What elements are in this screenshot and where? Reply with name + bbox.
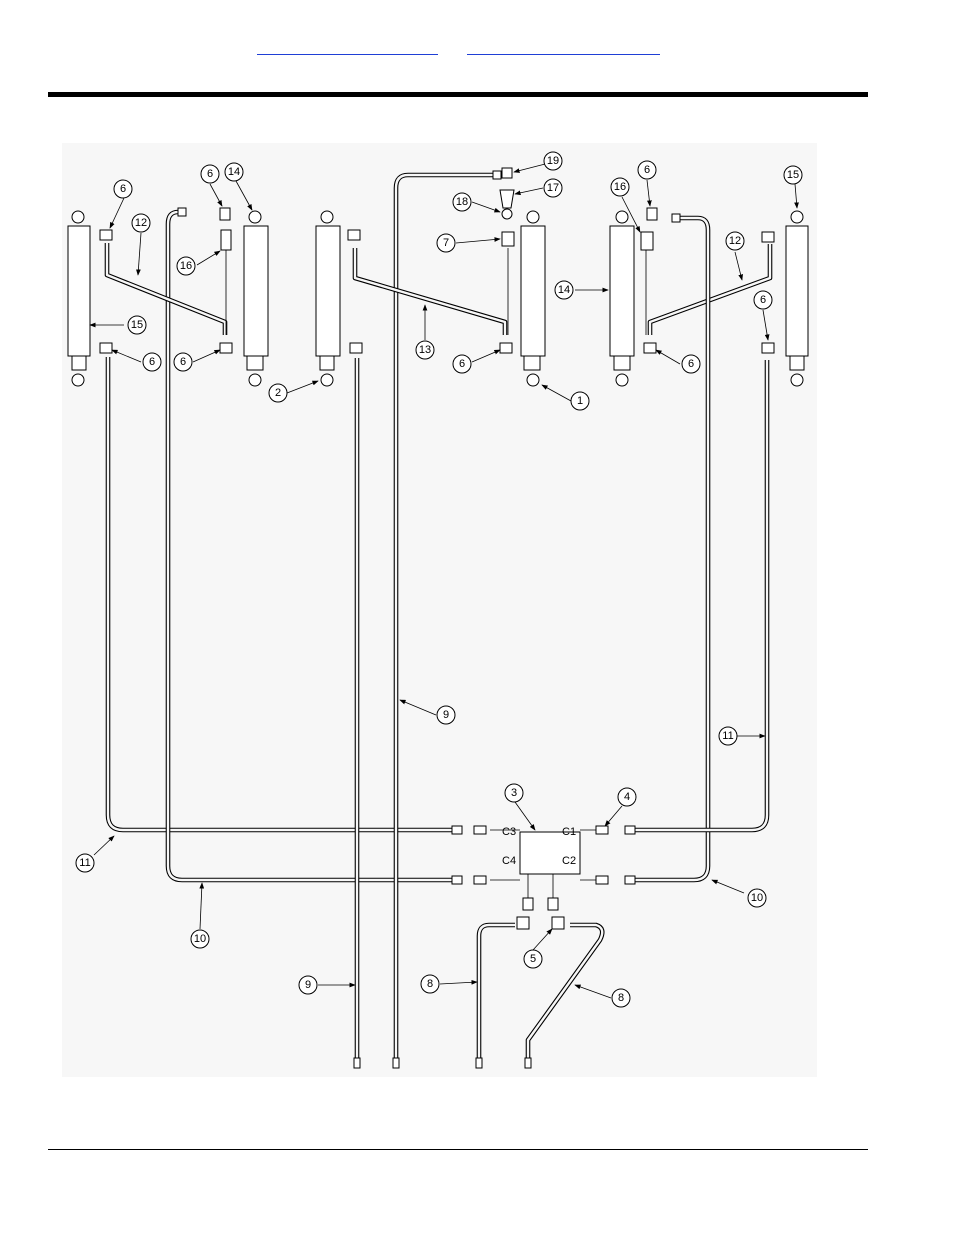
- svg-text:7: 7: [443, 237, 449, 249]
- svg-text:4: 4: [624, 791, 630, 803]
- callout-14: 14: [225, 163, 243, 181]
- callout-6: 6: [114, 180, 132, 198]
- callout-1: 1: [571, 392, 589, 410]
- svg-text:6: 6: [644, 164, 650, 176]
- port-label-c2: C2: [562, 855, 576, 867]
- callout-6: 6: [453, 355, 471, 373]
- svg-text:9: 9: [305, 979, 311, 991]
- port-label-c3: C3: [502, 826, 516, 838]
- svg-text:19: 19: [547, 155, 559, 167]
- callout-12: 12: [726, 232, 744, 250]
- callout-9: 9: [437, 706, 455, 724]
- svg-text:11: 11: [79, 857, 90, 869]
- svg-text:15: 15: [787, 169, 799, 181]
- svg-text:11: 11: [722, 730, 733, 742]
- port-label-c4: C4: [502, 855, 516, 867]
- callout-7: 7: [437, 234, 455, 252]
- svg-text:9: 9: [443, 709, 449, 721]
- callout-8: 8: [612, 989, 630, 1007]
- svg-text:6: 6: [120, 183, 126, 195]
- callout-17: 17: [544, 179, 562, 197]
- svg-text:2: 2: [275, 387, 281, 399]
- svg-text:12: 12: [135, 217, 147, 229]
- svg-text:10: 10: [751, 892, 763, 904]
- callout-2: 2: [269, 384, 287, 402]
- svg-text:6: 6: [688, 358, 694, 370]
- svg-text:15: 15: [131, 319, 143, 331]
- callout-16: 16: [611, 178, 629, 196]
- callout-15: 15: [128, 316, 146, 334]
- callout-9: 9: [299, 976, 317, 994]
- svg-text:6: 6: [180, 356, 186, 368]
- leader-lines: [90, 162, 797, 998]
- callout-10: 10: [748, 889, 766, 907]
- callout-6: 6: [638, 161, 656, 179]
- callout-6: 6: [143, 353, 161, 371]
- svg-text:14: 14: [228, 166, 240, 178]
- svg-text:8: 8: [427, 978, 433, 990]
- svg-text:10: 10: [194, 933, 206, 945]
- svg-text:6: 6: [207, 168, 213, 180]
- callout-18: 18: [453, 193, 471, 211]
- callout-6: 6: [682, 355, 700, 373]
- svg-text:3: 3: [511, 787, 517, 799]
- svg-text:13: 13: [419, 344, 431, 356]
- svg-text:14: 14: [558, 284, 570, 296]
- svg-text:17: 17: [547, 182, 559, 194]
- callout-5: 5: [524, 950, 542, 968]
- callout-10: 10: [191, 930, 209, 948]
- svg-text:6: 6: [459, 358, 465, 370]
- svg-text:16: 16: [614, 181, 626, 193]
- valve-block: [520, 832, 580, 874]
- svg-text:12: 12: [729, 235, 741, 247]
- callout-19: 19: [544, 152, 562, 170]
- port-label-c1: C1: [562, 826, 576, 838]
- callout-13: 13: [416, 341, 434, 359]
- callout-14: 14: [555, 281, 573, 299]
- callout-6: 6: [201, 165, 219, 183]
- svg-text:6: 6: [760, 294, 766, 306]
- svg-text:18: 18: [456, 196, 468, 208]
- svg-text:16: 16: [180, 260, 192, 272]
- svg-text:5: 5: [530, 953, 536, 965]
- callout-8: 8: [421, 975, 439, 993]
- callout-6: 6: [754, 291, 772, 309]
- svg-text:8: 8: [618, 992, 624, 1004]
- callout-12: 12: [132, 214, 150, 232]
- svg-text:1: 1: [577, 395, 583, 407]
- callout-3: 3: [505, 784, 523, 802]
- callout-11: 11: [719, 727, 737, 745]
- fittings: [100, 168, 774, 929]
- callout-4: 4: [618, 788, 636, 806]
- callout-6: 6: [174, 353, 192, 371]
- callout-11: 11: [76, 854, 94, 872]
- svg-text:6: 6: [149, 356, 155, 368]
- callout-15: 15: [784, 166, 802, 184]
- callout-16: 16: [177, 257, 195, 275]
